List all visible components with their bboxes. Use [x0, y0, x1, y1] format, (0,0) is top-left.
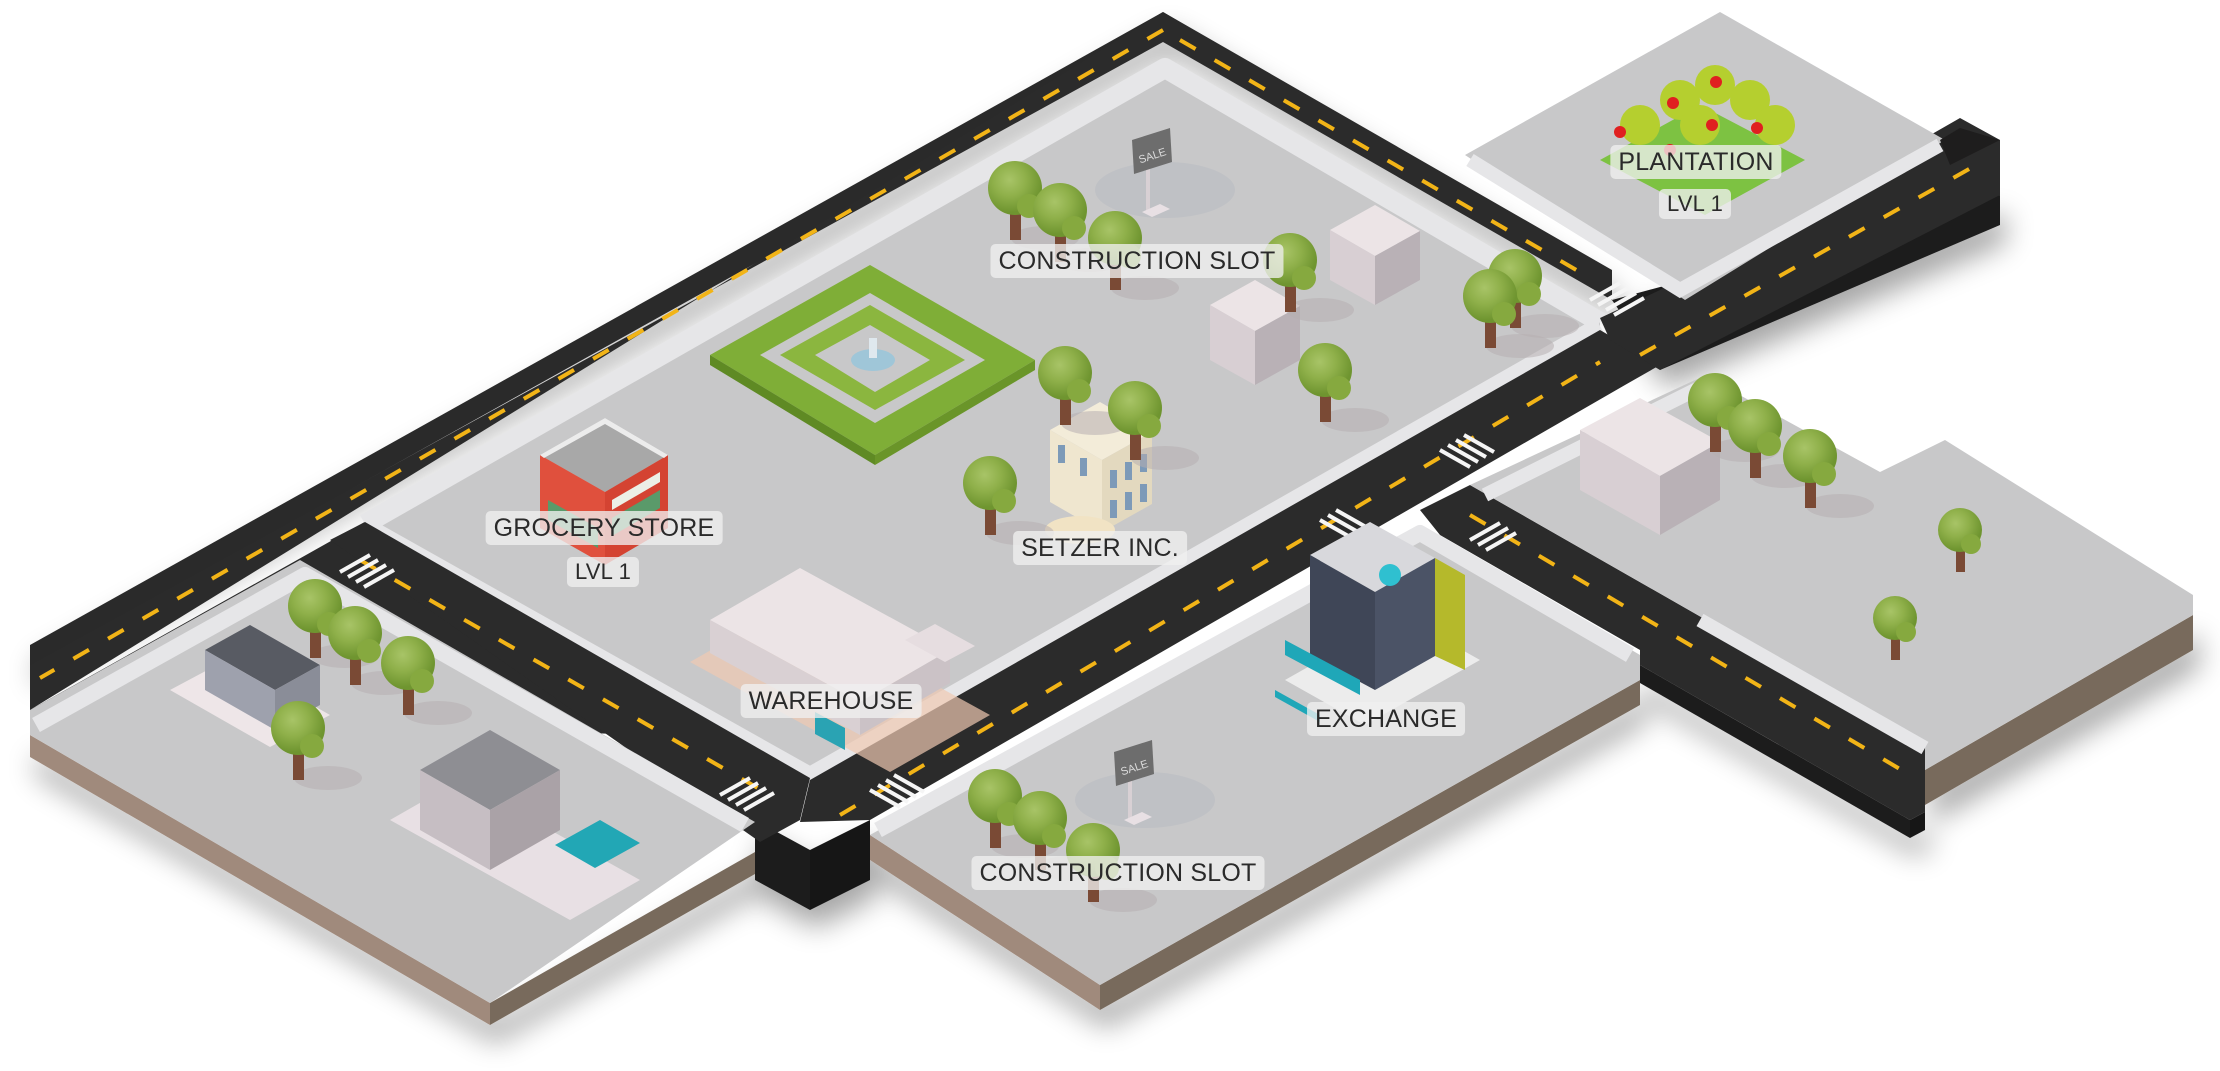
sw-block-soil-right — [490, 852, 755, 1025]
s-block-soil-left — [870, 835, 1100, 1010]
main-lot-curb — [360, 58, 1606, 533]
plantation-level-badge: LVL 1 — [1658, 189, 1732, 219]
setzer-inc-label[interactable]: SETZER INC. — [1013, 531, 1187, 565]
apartment-building-2 — [1330, 205, 1420, 305]
warehouse-label[interactable]: WAREHOUSE — [740, 684, 922, 718]
crosswalks — [339, 281, 1645, 812]
sale-sign-south[interactable]: SALE — [1075, 740, 1215, 828]
plantation-label[interactable]: PLANTATION — [1610, 145, 1782, 179]
road-ne — [1600, 118, 2000, 370]
road-cube-side-left — [755, 820, 810, 910]
fountain-icon — [851, 349, 895, 371]
grocery-store-level-badge: LVL 1 — [566, 557, 640, 587]
villa-building — [390, 730, 640, 920]
construction-slot-south-label[interactable]: CONSTRUCTION SLOT — [971, 856, 1265, 890]
exchange-label[interactable]: EXCHANGE — [1307, 702, 1465, 736]
hedge-maze[interactable] — [710, 265, 1035, 465]
s-lot-curb — [874, 525, 1635, 838]
sale-sign-north[interactable]: SALE — [1095, 128, 1235, 218]
road-cube-side-right — [810, 820, 870, 910]
e-lot-curb-2 — [1696, 613, 1929, 755]
lane-markings — [39, 28, 1986, 817]
helipad-icon — [1379, 564, 1401, 586]
exchange-building[interactable] — [1275, 522, 1480, 725]
road-east — [1420, 485, 1925, 820]
sw-lot-curb — [32, 567, 749, 832]
construction-slot-north-label[interactable]: CONSTRUCTION SLOT — [990, 244, 1284, 278]
east-road-side-left — [1640, 665, 1910, 838]
s-block-soil-right — [1100, 680, 1640, 1010]
plantation-lot-curb — [1466, 138, 1944, 299]
apartment-building-1 — [1210, 280, 1300, 385]
e-block-soil-right — [1925, 615, 2193, 805]
grocery-store-label[interactable]: GROCERY STORE — [485, 511, 723, 545]
east-road-side-right — [1910, 812, 1925, 838]
apartment-building-3 — [1580, 398, 1720, 535]
sw-block-soil-left — [30, 735, 490, 1025]
plantation-lot-side — [1940, 128, 2000, 165]
